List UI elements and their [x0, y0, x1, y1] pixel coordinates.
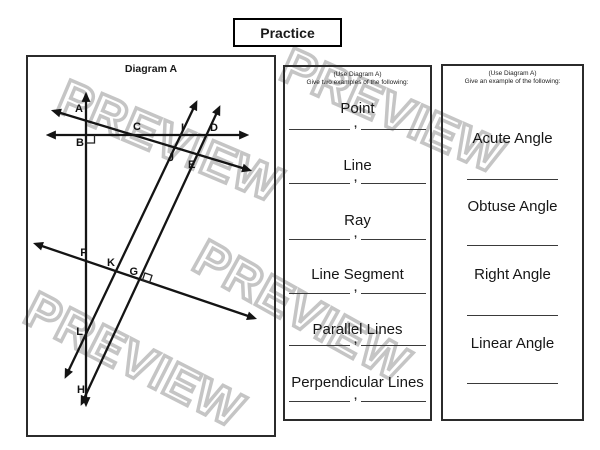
one-example-panel: (Use Diagram A) Give an example of the f…: [441, 64, 584, 421]
answer-blank: [361, 332, 427, 346]
answer-blanks-point: ,: [285, 116, 430, 130]
item-label-linear-angle: Linear Angle: [470, 335, 555, 352]
practice-title-box: Practice: [233, 18, 342, 47]
point-label-a: A: [75, 103, 83, 115]
item-label-perpendicular-lines: Perpendicular Lines: [291, 374, 424, 391]
point-label-e: E: [188, 159, 195, 171]
answer-blank: [361, 170, 427, 184]
answer-blank: [288, 280, 350, 294]
comma-separator: ,: [353, 118, 358, 130]
comma-separator: ,: [353, 172, 358, 184]
answer-blank: [288, 170, 350, 184]
use-diagram-note: (Use Diagram A): [333, 71, 382, 78]
one-example-instruction: Give an example of the following:: [464, 78, 561, 85]
point-label-c: C: [133, 121, 141, 133]
answer-blank: [288, 116, 350, 130]
two-examples-instruction: Give two examples of the following:: [306, 79, 409, 86]
answer-blanks-ray: ,: [285, 226, 430, 240]
right-angle-mark-g: [141, 272, 153, 284]
answer-blank: [361, 116, 427, 130]
point-label-j: J: [168, 152, 174, 164]
item-label-ray: Ray: [344, 212, 371, 229]
answer-blank: [288, 226, 350, 240]
point-label-i: I: [181, 122, 184, 134]
item-label-point: Point: [340, 100, 375, 117]
item-label-acute-angle: Acute Angle: [472, 130, 553, 147]
comma-separator: ,: [353, 282, 358, 294]
item-label-line-segment: Line Segment: [311, 266, 404, 283]
right-angle-mark-b: [86, 135, 96, 144]
page-title: Practice: [260, 24, 315, 41]
two-examples-header: (Use Diagram A) Give two examples of the…: [285, 71, 430, 87]
answer-blank: [361, 226, 427, 240]
answer-blank-obtuse-angle: [467, 245, 558, 246]
answer-blank: [288, 388, 350, 402]
answer-blanks-parallel-lines: ,: [285, 332, 430, 346]
comma-separator: ,: [353, 334, 358, 346]
one-example-header: (Use Diagram A) Give an example of the f…: [443, 70, 582, 86]
item-label-parallel-lines: Parallel Lines: [312, 321, 403, 338]
answer-blank: [288, 332, 350, 346]
answer-blanks-line-segment: ,: [285, 280, 430, 294]
point-label-b: B: [76, 137, 84, 149]
diagram-a-box: Diagram A: [26, 55, 276, 437]
answer-blank-acute-angle: [467, 179, 558, 180]
use-diagram-note: (Use Diagram A): [488, 70, 537, 77]
answer-blank-linear-angle: [467, 383, 558, 384]
answer-blank-right-angle: [467, 315, 558, 316]
point-label-h: H: [77, 384, 85, 396]
item-label-obtuse-angle: Obtuse Angle: [467, 198, 558, 215]
comma-separator: ,: [353, 228, 358, 240]
answer-blanks-perpendicular-lines: ,: [285, 388, 430, 402]
item-label-right-angle: Right Angle: [474, 266, 551, 283]
parallel-line-2: [80, 105, 221, 406]
item-label-line: Line: [343, 157, 372, 174]
diagram-title: Diagram A: [124, 63, 178, 75]
point-label-f: F: [80, 247, 87, 259]
answer-blank: [361, 388, 427, 402]
answer-blanks-line: ,: [285, 170, 430, 184]
point-label-g: G: [129, 266, 138, 278]
two-examples-panel: (Use Diagram A) Give two examples of the…: [283, 65, 432, 421]
comma-separator: ,: [353, 390, 358, 402]
point-label-l: L: [76, 326, 83, 338]
answer-blank: [361, 280, 427, 294]
point-label-k: K: [107, 257, 115, 269]
point-label-d: D: [210, 122, 218, 134]
